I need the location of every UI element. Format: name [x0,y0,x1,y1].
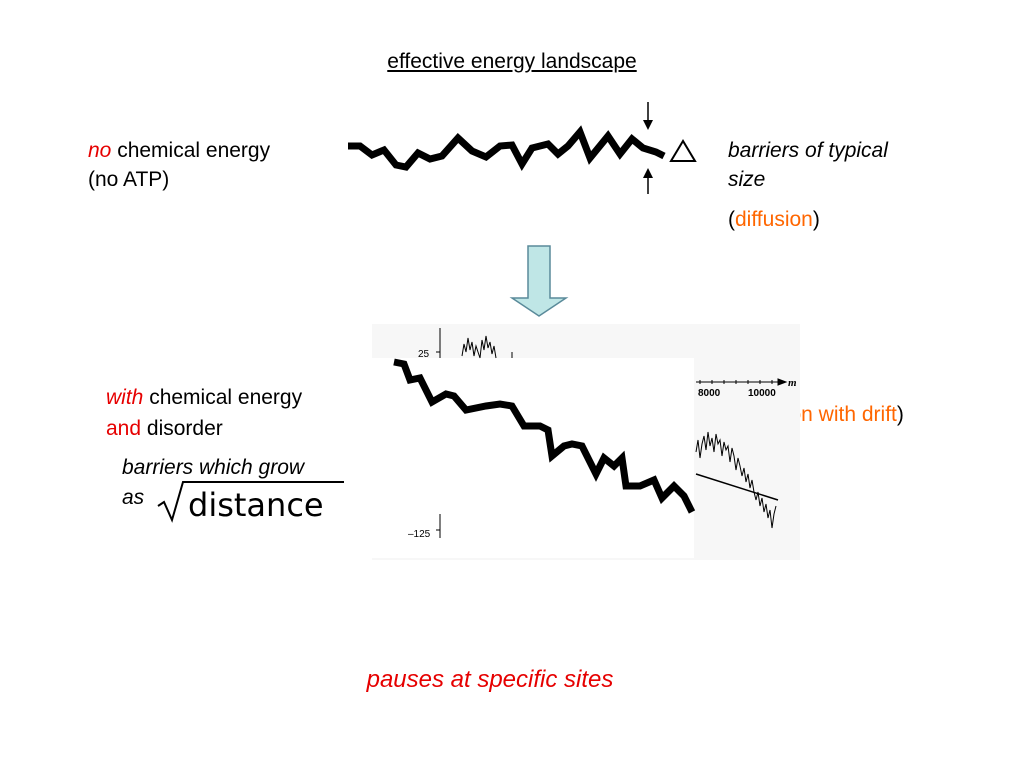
sqrt-distance-word: distance [188,486,324,524]
axis-label-neg125: –125 [408,529,431,540]
drift-line [695,473,779,501]
axis-label-8000: 8000 [698,388,721,399]
lower-plot-inner [372,358,694,558]
flat-energy-landscape [348,125,666,172]
with-word: with [106,386,144,409]
delta-triangle-icon [669,139,697,162]
pauses-note: pauses at specific sites [366,666,614,693]
barriers-typical-line2: size [728,168,766,191]
diffusion-word: diffusion [735,208,813,231]
barriers-grow-as: as [122,486,145,509]
diffusion-label: (diffusion) [728,208,820,231]
down-arrow-icon [509,245,569,317]
noise-trace-top [461,335,497,359]
right-plot-axis [696,378,788,386]
no-word: no [88,139,112,162]
diagram-title: effective energy landscape [387,50,637,73]
barriers-typical-line1: barriers of typical [728,139,888,162]
and-word: and [106,417,142,440]
chemical-energy-text: chemical energy [117,139,271,162]
barriers-grow-line1: barriers which grow [122,456,305,479]
no-chemical-energy-label: no chemical energy [88,136,270,165]
and-disorder-label: and disorder [106,417,223,440]
tilted-energy-landscape [393,358,696,514]
axis-label-m: m [788,377,797,389]
lower-plot-axis [436,328,441,538]
barrier-arrows [643,102,653,194]
sqrt-symbol-icon [157,481,344,523]
axis-label-10000: 10000 [748,388,776,399]
axis-label-25: 25 [418,349,430,360]
no-atp-label: (no ATP) [88,168,170,191]
noise-trace-right [695,431,777,529]
with-chemical-energy-label: with chemical energy [106,386,303,409]
